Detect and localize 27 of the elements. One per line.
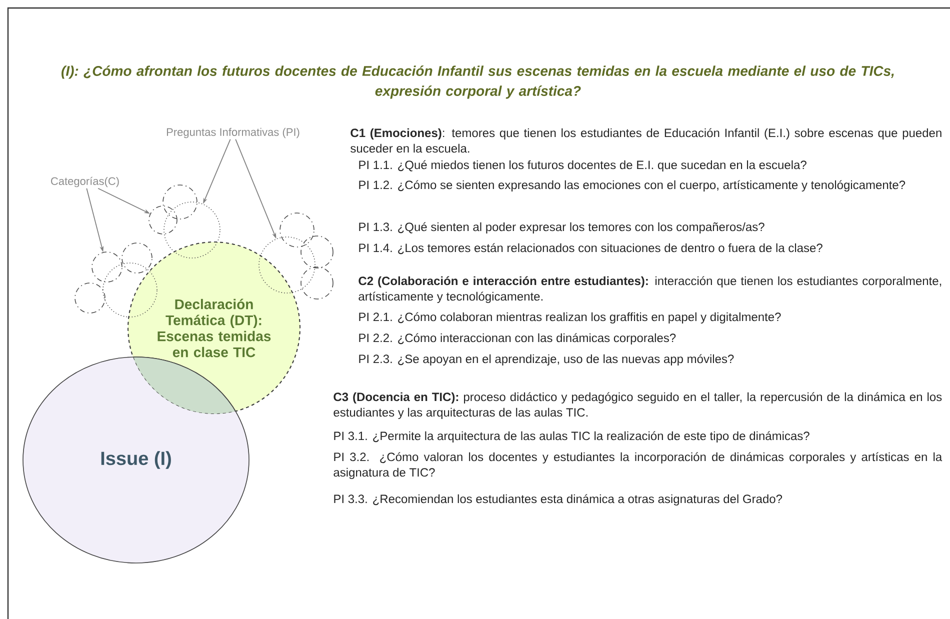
- category-label: Preguntas Informativas (PI): [166, 128, 300, 138]
- category-label: Categorías(C): [51, 176, 119, 188]
- question-circle: [280, 212, 314, 248]
- question-text: PI 1.4. ¿Los temores están relacionados con situaciones de dentro o fuera de la clase?: [359, 243, 822, 254]
- title: (I): ¿Cómo afrontan los futuros docentes de Educación Infantil sus escenas temidas en la escuela mediante el uso de TICs, expresión corporal y artística?: [62, 66, 894, 99]
- question-circle: [92, 252, 122, 282]
- question-circle: [74, 282, 106, 314]
- question-text: PI 3.1. ¿Permite la arquitectura de las aulas TIC la realización de este tipo de dinámicas?: [334, 431, 810, 443]
- question-circle: [300, 236, 334, 268]
- question-text: PI 1.1. ¿Qué miedos tienen los futuros docentes de E.I. que sucedan en la escuela?: [359, 160, 806, 172]
- question-text: PI 3.3. ¿Recomiendan los estudiantes esta dinámica a otras asignaturas del Grado?: [334, 494, 782, 506]
- category-text: C1 (Emociones): temores que tienen los estudiantes de Educación Infantil (E.I.) sobre escenas que pueden suceder en la escuela.: [350, 128, 942, 153]
- category-circle: [258, 236, 316, 294]
- question-text: PI 1.3. ¿Qué sienten al poder expresar los temores con los compañeros/as?: [359, 222, 764, 234]
- category-circle: [164, 202, 220, 258]
- category-circle: [102, 262, 158, 318]
- question-text: PI 2.1. ¿Cómo colaboran mientras realizan los graffitis en papel y digitalmente?: [359, 312, 781, 324]
- category-text: C3 (Docencia en TIC): proceso didáctico y pedagógico seguido en el taller, la repercusión de la dinámica en los estudiantes y las arquitecturas de las aulas TIC.: [334, 392, 942, 420]
- question-circle: [122, 242, 152, 274]
- question-text: PI 2.3. ¿Se apoyan en el aprendizaje, uso de las nuevas app móviles?: [359, 354, 734, 366]
- category-text: C2 (Colaboración e interacción entre estudiantes): interacción que tienen los estudiantes corporalmente, artísticamente y tecnológicamente.: [358, 276, 942, 304]
- question-text: PI 2.2. ¿Cómo interaccionan con las dinámicas corporales?: [359, 333, 676, 345]
- question-circle: [162, 184, 198, 220]
- question-circle: [300, 266, 334, 300]
- question-circle: [148, 206, 178, 234]
- question-text: PI 1.2. ¿Cómo se sienten expresando las emociones con el cuerpo, artísticamente y tenológicamente?: [359, 180, 906, 192]
- question-text: PI 3.2. ¿Cómo valoran los docentes y estudiantes la incorporación de dinámicas corporales y artísticas en la asignatura de TIC?: [334, 452, 942, 480]
